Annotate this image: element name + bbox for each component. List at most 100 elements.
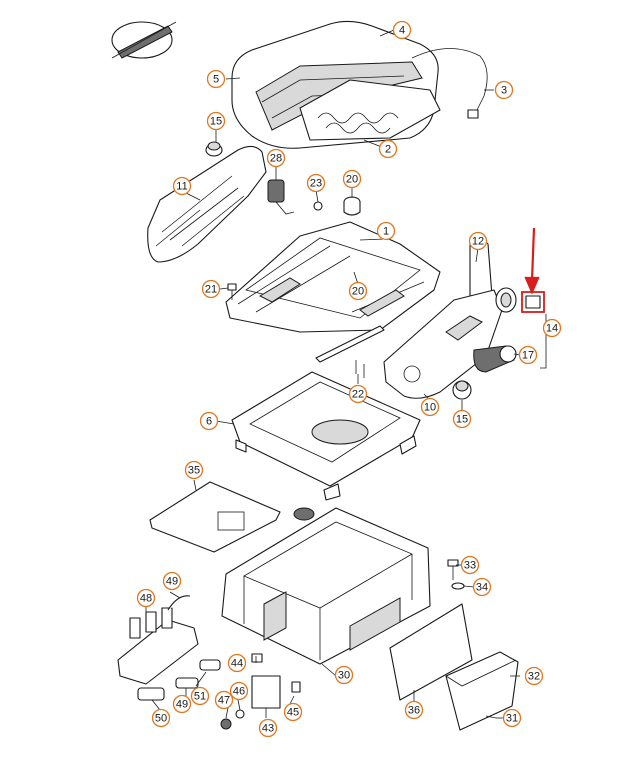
connector-fitting [137, 687, 165, 701]
callout-badge: 44 [227, 653, 247, 673]
callout-badge: 43 [258, 718, 278, 738]
seat-side-trim [147, 145, 267, 263]
callout-number: 4 [399, 25, 405, 37]
callout-badge: 6 [199, 411, 219, 431]
callout-number: 33 [464, 560, 476, 572]
callout-badge: 35 [184, 460, 204, 480]
bolt [447, 559, 459, 580]
bolt [313, 201, 323, 211]
leader-lines [145, 29, 527, 719]
small-knob [452, 380, 472, 400]
bolt [291, 681, 301, 693]
callout-badge: 36 [404, 700, 424, 720]
callout-badge: 22 [348, 384, 368, 404]
washer [235, 709, 245, 719]
callout-number: 45 [287, 707, 299, 719]
side-panel [383, 239, 503, 399]
callout-badge: 1 [376, 221, 396, 241]
callout-number: 36 [408, 705, 420, 717]
highlighted-clip-part [525, 295, 541, 309]
callout-number: 2 [385, 144, 391, 156]
cable-harness [411, 48, 488, 113]
callout-number: 10 [424, 402, 436, 414]
callout-badge: 14 [542, 318, 562, 338]
callout-badge: 10 [420, 397, 440, 417]
callout-badge: 4 [392, 20, 412, 40]
bolt [251, 653, 263, 663]
callout-number: 14 [546, 323, 558, 335]
callout-badge: 50 [151, 708, 171, 728]
callout-number: 49 [176, 699, 188, 711]
callout-number: 1 [383, 226, 389, 238]
small-knob [205, 141, 223, 157]
callout-number: 50 [155, 713, 167, 725]
callout-number: 5 [213, 74, 219, 86]
callout-labels: 1234561011121415151720202122232830313233… [136, 20, 562, 738]
callout-number: 15 [210, 116, 222, 128]
nut [220, 718, 232, 730]
callout-badge: 12 [468, 231, 488, 251]
callout-number: 51 [194, 691, 206, 703]
cable-connector [467, 109, 479, 119]
seat-slide-rails [231, 371, 421, 501]
callout-badge: 11 [172, 176, 192, 196]
mounting-bracket [251, 675, 281, 709]
callout-badge: 49 [162, 571, 182, 591]
callout-badge: 51 [190, 686, 210, 706]
callout-badge: 23 [306, 173, 326, 193]
callout-number: 6 [206, 416, 212, 428]
callout-badge: 21 [201, 279, 221, 299]
callout-badge: 32 [524, 666, 544, 686]
callout-badge: 2 [378, 139, 398, 159]
callout-number: 23 [310, 178, 322, 190]
seat-belt-buckle [267, 179, 295, 215]
callout-badge: 20 [342, 169, 362, 189]
callout-badge: 47 [214, 690, 234, 710]
storage-tray [445, 651, 519, 731]
callout-number: 17 [522, 350, 534, 362]
access-cover [389, 603, 473, 701]
bushing [343, 196, 361, 216]
callout-number: 48 [140, 593, 152, 605]
callout-number: 44 [231, 658, 243, 670]
callout-number: 15 [456, 414, 468, 426]
callout-badge: 20 [348, 281, 368, 301]
callout-badge: 3 [494, 80, 514, 100]
callout-badge: 48 [136, 588, 156, 608]
screw [485, 715, 497, 719]
callout-badge: 15 [452, 409, 472, 429]
callout-number: 11 [176, 181, 187, 193]
callout-number: 32 [528, 671, 540, 683]
cover-plate [149, 481, 281, 553]
callout-badge: 46 [229, 681, 249, 701]
callout-number: 43 [262, 723, 274, 735]
callout-number: 30 [338, 670, 350, 682]
bolt [227, 283, 237, 300]
callout-badge: 30 [334, 665, 354, 685]
callout-badge: 15 [206, 111, 226, 131]
hatched-oval-diagonal-icon [111, 21, 177, 59]
hose-fitting [175, 677, 199, 689]
valve-block [117, 607, 199, 685]
callout-badge: 45 [283, 702, 303, 722]
callout-number: 34 [476, 582, 488, 594]
callout-badge: 28 [266, 148, 286, 168]
adjustment-lever [473, 345, 517, 373]
seat-base-box [221, 507, 431, 665]
seat-frame [225, 221, 441, 363]
washer [451, 582, 465, 590]
heating-mat [299, 79, 441, 141]
hose-fitting [167, 595, 191, 611]
callout-number: 22 [352, 389, 364, 401]
callout-badge: 49 [172, 694, 192, 714]
callout-badge: 31 [502, 708, 522, 728]
callout-number: 28 [270, 153, 282, 165]
red-arrow-pointer-icon [524, 227, 540, 295]
callout-number: 46 [233, 686, 245, 698]
callout-badge: 5 [206, 69, 226, 89]
callout-number: 20 [346, 174, 358, 186]
callout-number: 49 [166, 576, 178, 588]
callout-number: 35 [188, 465, 200, 477]
